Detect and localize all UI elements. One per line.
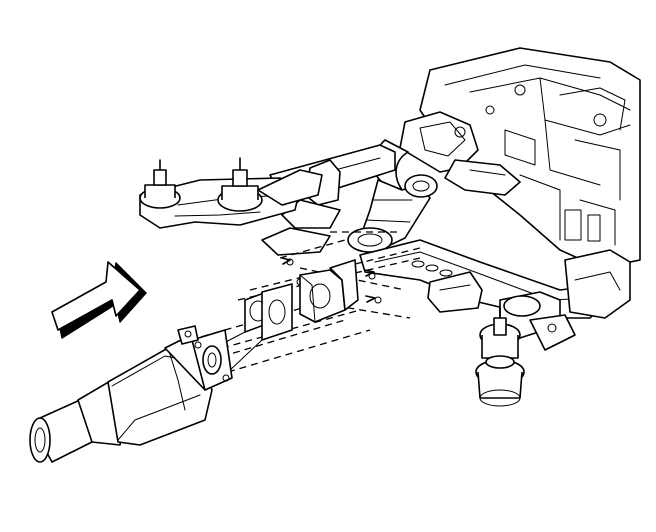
right-engine-mount [475,291,576,407]
forward-direction-arrow-icon [51,261,147,339]
exploded-bracket-plates [219,259,359,373]
left-mount-arm [139,157,323,229]
catalytic-converter-assembly [29,325,233,463]
